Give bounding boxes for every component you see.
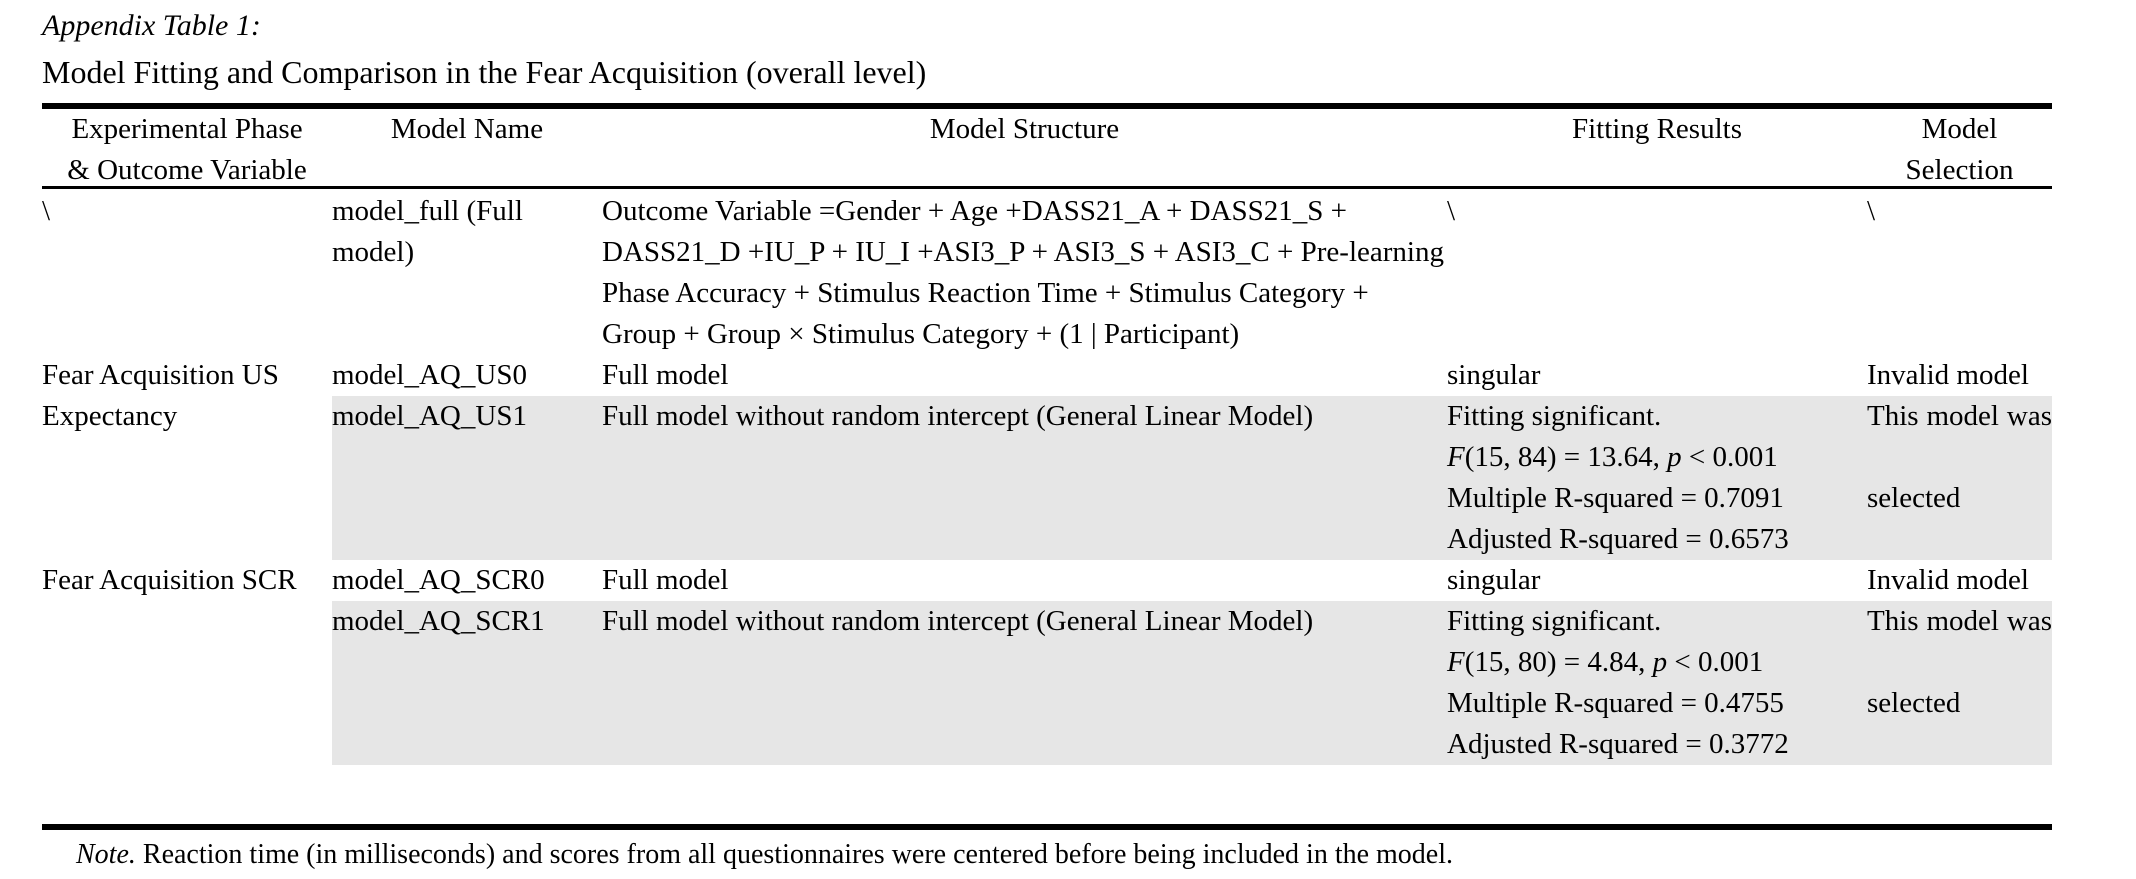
cell-selection-scr1: This model was selected: [1867, 601, 2052, 765]
selection-line1-us1: This model was: [1867, 400, 2052, 432]
cell-fitting-us0: singular: [1447, 359, 1541, 391]
table-bottom-rule: [42, 824, 2052, 830]
cell-model-structure-scr0: Full model: [602, 564, 729, 596]
f-arguments: (15, 80) = 4.84,: [1464, 646, 1653, 678]
table-header-rule: [42, 186, 2052, 189]
column-header-fitting-results: Fitting Results: [1571, 113, 1742, 145]
fitting-f-statistic-scr1: F(15, 80) = 4.84, p < 0.001: [1447, 642, 1867, 683]
table-caption-title: Model Fitting and Comparison in the Fear…: [42, 54, 927, 90]
f-arguments: (15, 84) = 13.64,: [1464, 441, 1668, 473]
table-row: \ model_full (Full model) Outcome Variab…: [42, 191, 2052, 355]
table-header-row: Experimental Phase & Outcome Variable Mo…: [42, 109, 2052, 191]
cell-phase-scr: Fear Acquisition SCR: [42, 560, 332, 765]
f-symbol: F: [1447, 441, 1465, 473]
f-symbol: F: [1447, 646, 1465, 678]
cell-model-name-full: model_full (Full model): [332, 191, 602, 355]
model-name-line2: (Full model): [332, 195, 523, 268]
fitting-significant-us1: Fitting significant.: [1447, 400, 1662, 432]
selection-text-us1: This model was selected: [1867, 396, 2052, 519]
fitting-adjusted-r2-us1: Adjusted R-squared = 0.6573: [1447, 523, 1789, 555]
table-row: model_AQ_US1 Full model without random i…: [42, 396, 2052, 560]
p-value: < 0.001: [1667, 646, 1764, 678]
column-header-phase-line1: Experimental Phase: [71, 113, 303, 145]
cell-model-name-us0: model_AQ_US0: [332, 359, 527, 391]
table-note: Note. Reaction time (in milliseconds) an…: [76, 836, 1453, 874]
note-text: Reaction time (in milliseconds) and scor…: [135, 839, 1454, 870]
formula-line-2: DASS21_D +IU_P + IU_I +ASI3_P + ASI3_S +…: [602, 236, 1294, 268]
model-comparison-table: Experimental Phase & Outcome Variable Mo…: [42, 109, 2052, 765]
column-header-phase-line2: & Outcome Variable: [67, 154, 307, 186]
column-header-model-selection: Model Selection: [1905, 113, 2014, 186]
cell-fitting-full-model: \: [1447, 195, 1456, 227]
phase-line1-scr: Fear Acquisition: [42, 564, 235, 596]
table-row: Fear Acquisition US Expectancy model_AQ_…: [42, 355, 2052, 432]
cell-model-name-scr1: model_AQ_SCR1: [332, 601, 602, 765]
table-caption: Appendix Table 1: Model Fitting and Comp…: [42, 0, 2052, 93]
selection-line1-scr1: This model was: [1867, 605, 2052, 637]
cell-phase-full-model: \: [42, 195, 51, 227]
column-header-experimental-phase: Experimental Phase & Outcome Variable: [42, 109, 332, 191]
phase-line2-scr: SCR: [241, 564, 297, 596]
cell-model-name-us1: model_AQ_US1: [332, 396, 602, 560]
formula-line-5: (1 | Participant): [1059, 318, 1240, 350]
formula-line-1: Outcome Variable =Gender + Age +DASS21_A…: [602, 195, 1347, 227]
cell-fitting-us1: Fitting significant. F(15, 84) = 13.64, …: [1447, 396, 1867, 560]
phase-line1-us: Fear Acquisition: [42, 359, 235, 391]
cell-selection-us1: This model was selected: [1867, 396, 2052, 560]
selection-line2-us1: selected: [1867, 482, 1961, 514]
phase-line2-us: US Expectancy: [42, 359, 279, 432]
full-model-formula: Outcome Variable =Gender + Age +DASS21_A…: [602, 195, 1444, 350]
fitting-f-statistic-us1: F(15, 84) = 13.64, p < 0.001: [1447, 437, 1867, 478]
formula-line-4: Stimulus Category + Group + Group × Stim…: [602, 277, 1369, 350]
fitting-multiple-r2-us1: Multiple R-squared = 0.7091: [1447, 482, 1784, 514]
p-symbol: p: [1667, 441, 1682, 473]
fitting-multiple-r2-scr1: Multiple R-squared = 0.4755: [1447, 687, 1784, 719]
cell-fitting-scr0: singular: [1447, 564, 1541, 596]
table-top-rule: [42, 103, 2052, 109]
note-label: Note.: [76, 839, 136, 870]
cell-model-name-scr0: model_AQ_SCR0: [332, 564, 545, 596]
cell-model-structure-us1: Full model without random intercept (Gen…: [602, 396, 1447, 560]
cell-selection-full-model: \: [1867, 195, 1876, 227]
formula-line-3: Pre-learning Phase Accuracy + Stimulus R…: [602, 236, 1444, 309]
fitting-results-block-us1: Fitting significant. F(15, 84) = 13.64, …: [1447, 396, 1867, 560]
cell-model-structure-scr1: Full model without random intercept (Gen…: [602, 601, 1447, 765]
fitting-significant-scr1: Fitting significant.: [1447, 605, 1662, 637]
selection-text-scr1: This model was selected: [1867, 601, 2052, 724]
table-row: model_AQ_SCR1 Full model without random …: [42, 601, 2052, 765]
column-header-model-name: Model Name: [390, 113, 544, 145]
table-caption-label: Appendix Table 1:: [42, 9, 261, 42]
cell-phase-us-expectancy: Fear Acquisition US Expectancy: [42, 355, 332, 560]
column-header-model-structure: Model Structure: [929, 113, 1120, 145]
cell-model-structure-full: Outcome Variable =Gender + Age +DASS21_A…: [602, 191, 1447, 355]
p-symbol: p: [1652, 646, 1668, 678]
p-value: < 0.001: [1681, 441, 1778, 473]
selection-line2-scr1: selected: [1867, 687, 1961, 719]
fitting-adjusted-r2-scr1: Adjusted R-squared = 0.3772: [1447, 728, 1789, 760]
cell-model-structure-us0: Full model: [602, 359, 729, 391]
model-name-line1: model_full: [332, 195, 460, 227]
table-row: Fear Acquisition SCR model_AQ_SCR0 Full …: [42, 560, 2052, 601]
cell-selection-scr0: Invalid model: [1867, 564, 2029, 596]
cell-fitting-scr1: Fitting significant. F(15, 80) = 4.84, p…: [1447, 601, 1867, 765]
fitting-results-block-scr1: Fitting significant. F(15, 80) = 4.84, p…: [1447, 601, 1867, 765]
cell-selection-us0: Invalid model: [1867, 359, 2029, 391]
